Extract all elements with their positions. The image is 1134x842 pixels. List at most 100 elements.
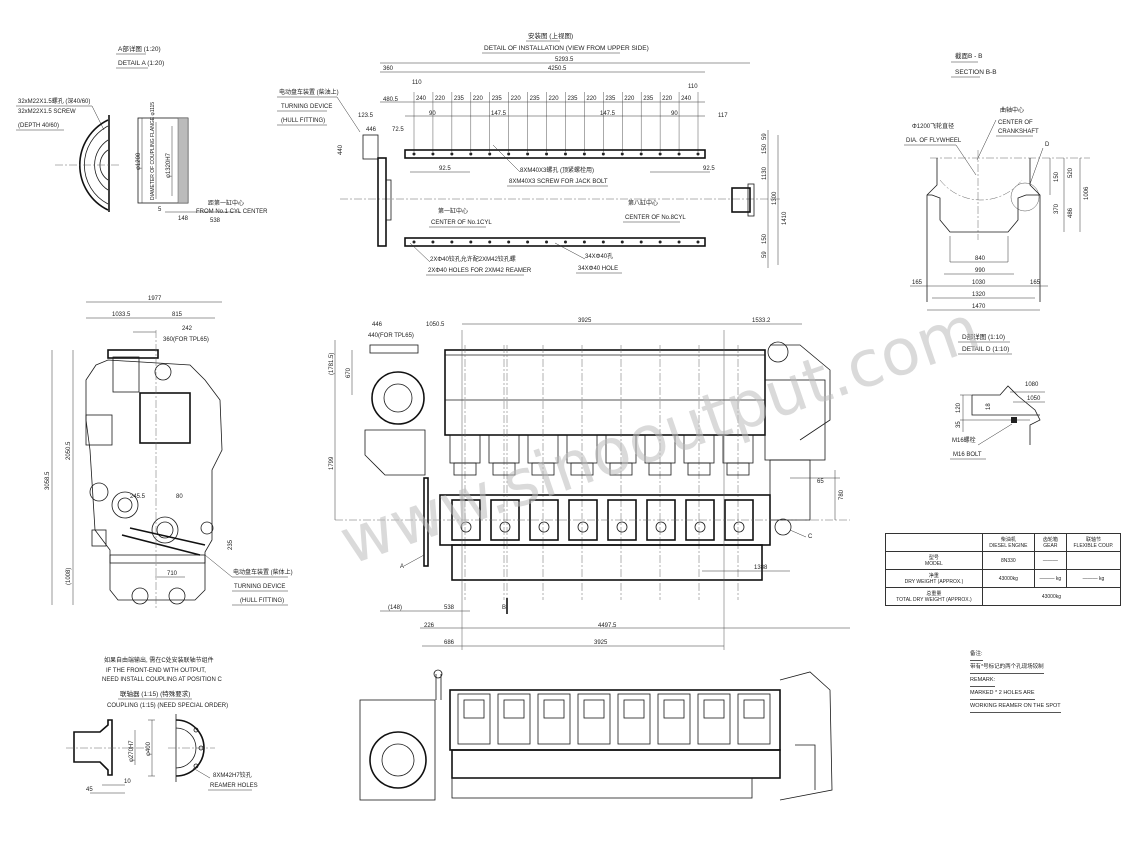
cylinder-unit	[537, 693, 571, 745]
dim-110-right: 110	[688, 84, 698, 90]
section-bb-title-en: SECTION B-B	[955, 69, 997, 76]
total-value: 43000kg	[981, 587, 1122, 606]
exhaust-port	[648, 462, 672, 476]
crank-cn: 曲轴中心	[1000, 106, 1024, 114]
section-bb: 截面B - B SECTION B-B 曲轴中心 CENTER OF CRANK…	[904, 51, 1090, 311]
cylinder-cover	[703, 699, 725, 719]
coupling-dim-outer: φ400	[146, 741, 152, 756]
door-boss	[733, 521, 745, 533]
rail-hole-top	[658, 152, 662, 156]
dim-92-right: 92.5	[703, 166, 715, 172]
right-dim-label: 1410	[782, 211, 788, 225]
exhaust-port	[531, 462, 555, 476]
model-en: MODEL	[925, 560, 943, 567]
dim-80: 80	[176, 494, 183, 500]
front-view: 446 440(FOR TPL65) 1050.5 3925 1533.2 (1…	[329, 318, 850, 650]
dim-440: 440	[338, 144, 344, 155]
door-boss	[499, 521, 511, 533]
exhaust-port	[687, 462, 711, 476]
hole-en: 34XΦ40 HOLE	[578, 266, 618, 272]
dim-486: 486	[1068, 207, 1074, 218]
model-coup	[1065, 551, 1122, 570]
remark-en-line2: WORKING REAMER ON THE SPOT	[970, 700, 1061, 713]
spacing-label: 235	[492, 96, 503, 102]
dim-2050: 2050.5	[66, 441, 72, 460]
rail-hole-bottom	[507, 240, 511, 244]
coup-en: FLEXIBLE COUP.	[1073, 542, 1114, 549]
rail-hole-bottom	[469, 240, 473, 244]
dim-1080: 1080	[1025, 382, 1039, 388]
turning-device-note: (HULL FITTING)	[281, 118, 325, 124]
rail-hole-top	[563, 152, 567, 156]
dim-370: 370	[1054, 203, 1060, 214]
coup-cn: 联轴节	[1085, 536, 1101, 543]
dim-90-left: 90	[429, 111, 436, 117]
table-header-empty	[885, 533, 983, 552]
detail-d-title-en: DETAIL D (1:10)	[962, 346, 1009, 353]
cylinder-unit	[657, 693, 691, 745]
mark-c: C	[808, 534, 813, 540]
coupling-note-en2: NEED INSTALL COUPLING AT POSITION C	[102, 677, 222, 683]
dim-1320: 1320	[972, 292, 986, 298]
rail-hole-top	[450, 152, 454, 156]
dim-150: 150	[1054, 171, 1060, 182]
detail-a-screw-en: 32xM22X1.5 SCREW	[18, 109, 76, 115]
rail-hole-bottom	[526, 240, 530, 244]
dim-245: 245.5	[130, 494, 146, 500]
side-turning-en: TURNING DEVICE	[234, 584, 285, 590]
detail-a-title-cn: A部详图 (1:20)	[118, 44, 161, 53]
detail-a-from-en: FROM No.1 CYL CENTER	[196, 209, 268, 215]
fv-dim-4497: 4497.5	[598, 623, 617, 629]
mark-b: B	[502, 605, 506, 611]
fv-dim-446: 446	[372, 322, 383, 328]
reamer-en: 2XΦ40 HOLES FOR 2XM42 REAMER	[428, 268, 532, 274]
remark-en-line1: MARKED * 2 HOLES ARE	[970, 687, 1035, 700]
fv-dim-3925-top: 3925	[578, 318, 592, 324]
detail-d-title-cn: D部详图 (1:10)	[962, 332, 1005, 341]
cylinder-cover	[543, 699, 565, 719]
dim-446: 446	[366, 127, 377, 133]
rail-hole-bottom	[677, 240, 681, 244]
spacing-label: 220	[511, 96, 522, 102]
exhaust-port	[609, 462, 633, 476]
detail-a-dia-outer: φ1200	[136, 152, 142, 170]
coupling-note-cn: 如果自由端输出, 需在C处安装联轴节组件	[104, 656, 214, 664]
engine-en: DIESEL ENGINE	[989, 542, 1028, 549]
detail-a-dia-fit: φ1320H7	[166, 152, 172, 178]
detail-a-from-cn: 距第一缸中心	[208, 199, 244, 207]
dim-235: 235	[228, 539, 234, 550]
crankcase-door	[529, 499, 559, 541]
door-boss	[655, 521, 667, 533]
rail-hole-bottom	[412, 240, 416, 244]
detail-a-dim-148: 148	[178, 216, 189, 222]
cylinder-unit	[697, 693, 731, 745]
rail-hole-top	[526, 152, 530, 156]
coupling-dim-45: 45	[86, 787, 93, 793]
dim-123: 123.5	[358, 113, 374, 119]
spacing-label: 235	[643, 96, 654, 102]
right-dim-label: 1130	[762, 166, 768, 180]
cylinder-unit	[617, 693, 651, 745]
dim-815: 815	[172, 312, 183, 318]
dim-left-offset: 360	[383, 66, 394, 72]
crank-en1: CENTER OF	[998, 120, 1033, 126]
cylinder-cover	[663, 699, 685, 719]
rail-hole-top	[601, 152, 605, 156]
cylinder-unit	[577, 693, 611, 745]
installation-title-en: DETAIL OF INSTALLATION (VIEW FROM UPPER …	[484, 45, 649, 52]
spacing-label: 235	[605, 96, 616, 102]
rail-hole-top	[639, 152, 643, 156]
dim-1977: 1977	[148, 296, 162, 302]
dry-en: DRY WEIGHT (APPROX.)	[904, 578, 964, 585]
fv-dim-440: 440(FOR TPL65)	[368, 333, 414, 339]
dim-1008: (1008)	[66, 568, 72, 585]
rail-hole-top	[582, 152, 586, 156]
fv-dim-3925-bottom: 3925	[594, 640, 608, 646]
dim-18: 18	[986, 403, 992, 410]
detail-a-dim-538: 538	[210, 218, 221, 224]
